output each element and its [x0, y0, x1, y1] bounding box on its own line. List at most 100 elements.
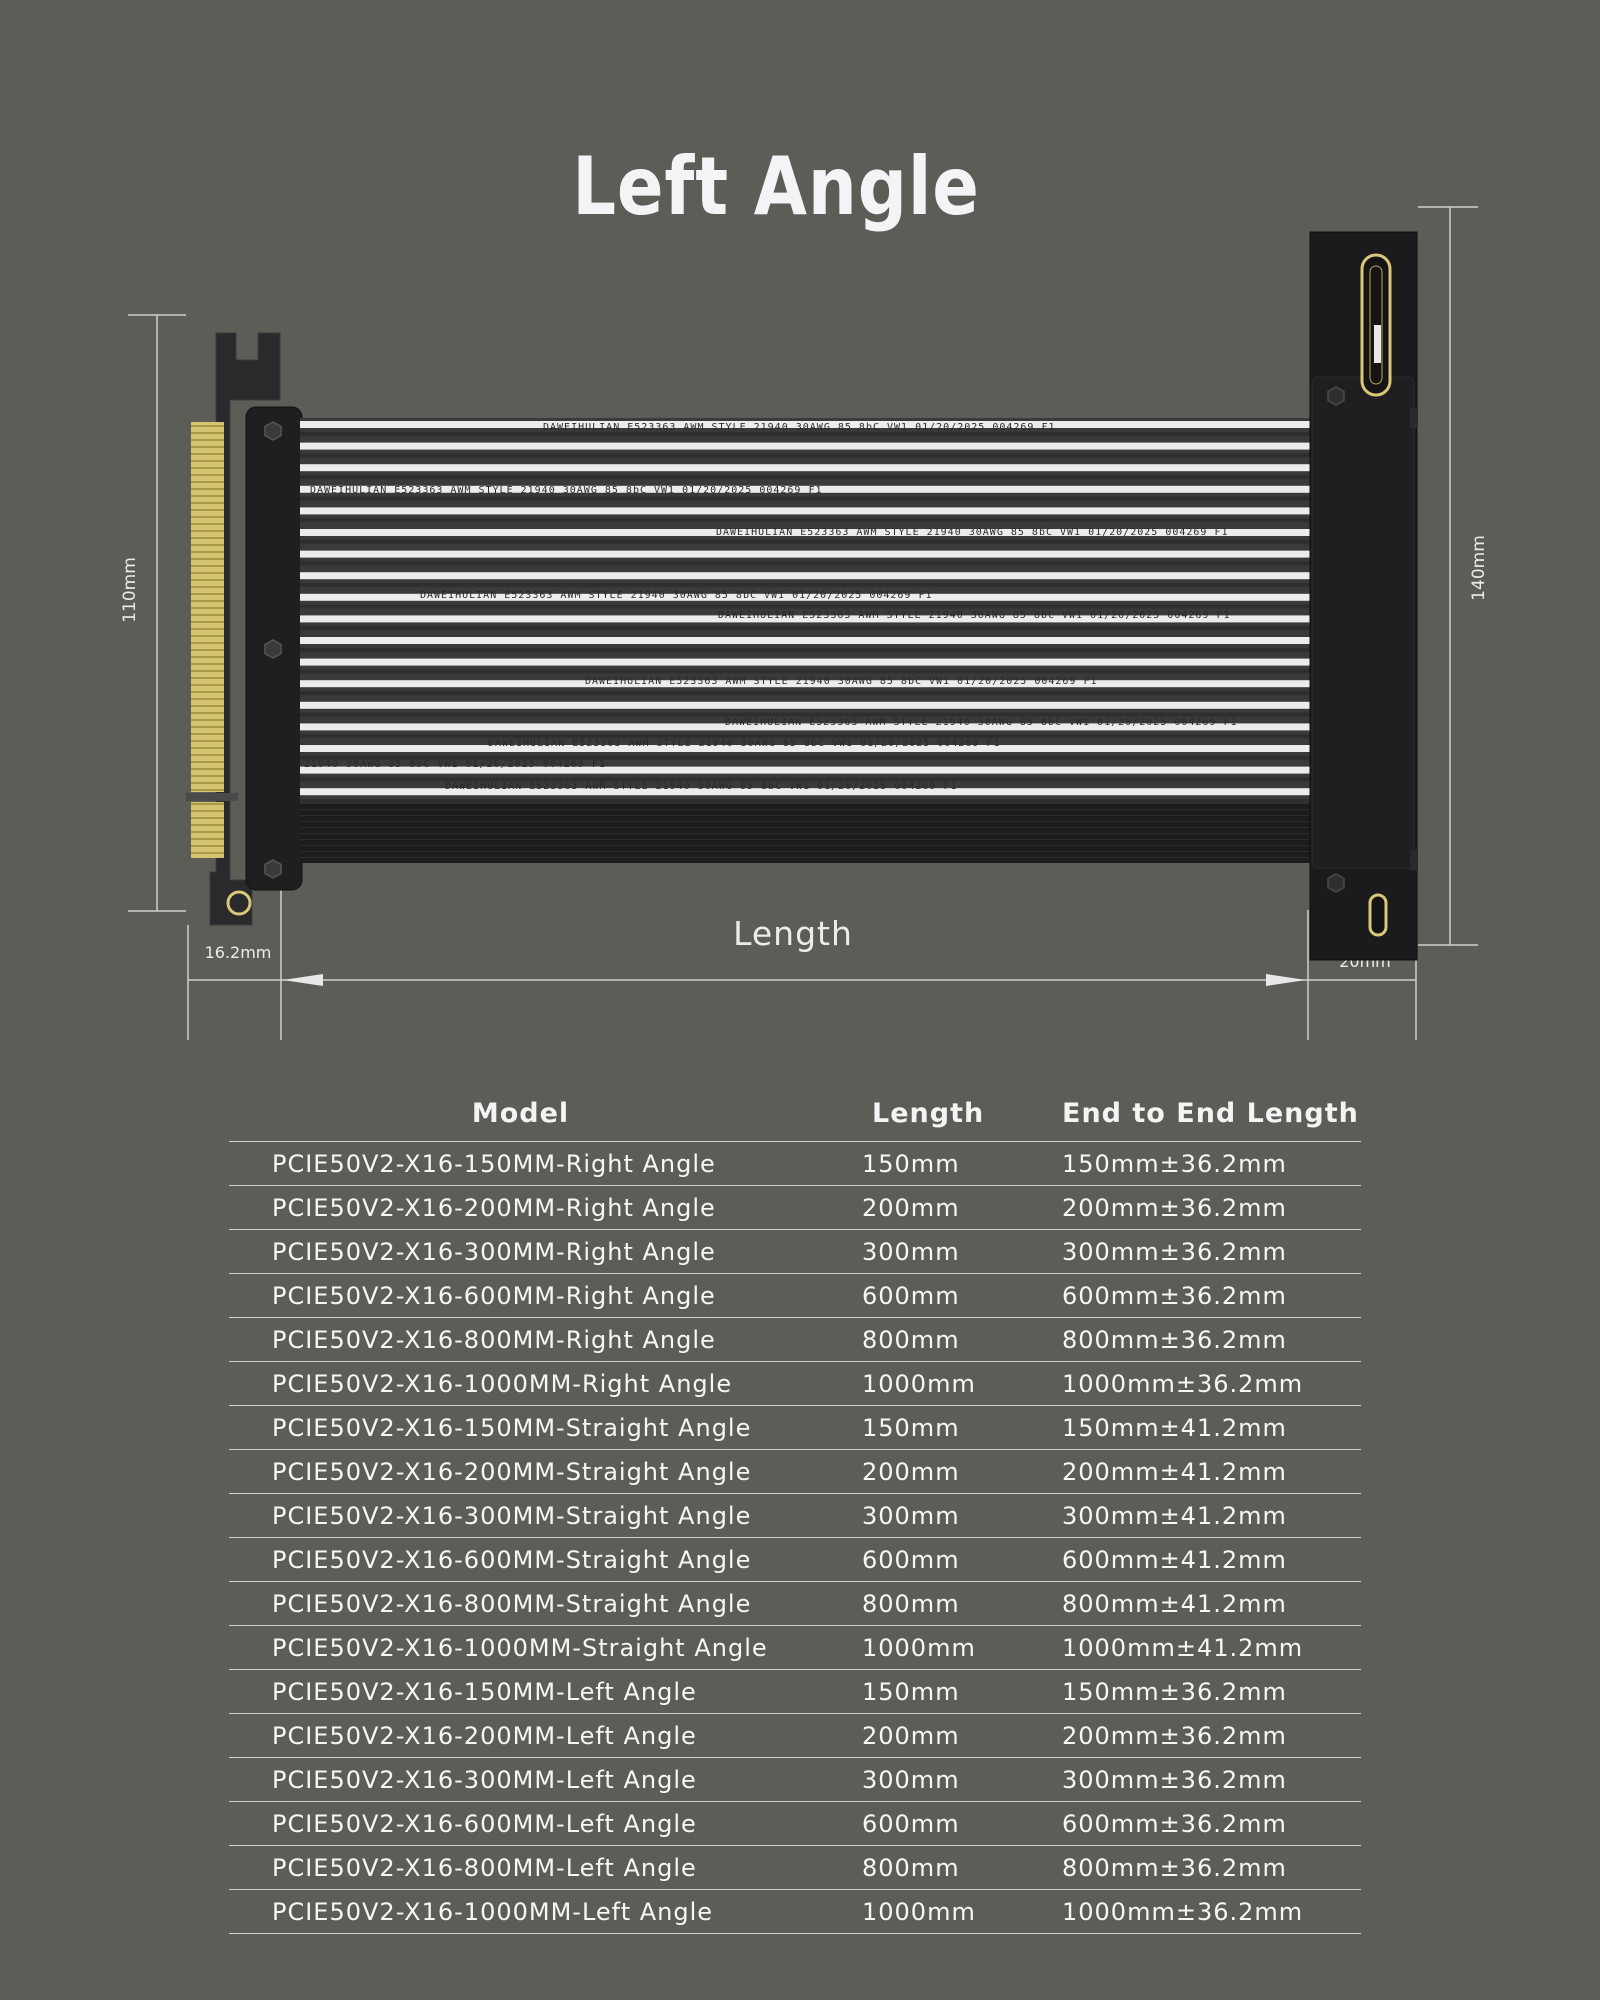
- cable-wire: [300, 431, 1314, 436]
- riser-cable-diagram: 110mm 140mm Length 16.2mm 20mm: [120, 206, 1489, 1040]
- cell-length: 300mm: [832, 1493, 1032, 1538]
- gold-fingers: [186, 422, 238, 858]
- cable-wire: [300, 464, 1314, 472]
- left-bracket: [209, 332, 281, 926]
- cable-wire: [300, 755, 1314, 760]
- cell-length: 150mm: [832, 1141, 1032, 1186]
- cable-wire: [300, 680, 1314, 688]
- cell-model: PCIE50V2-X16-200MM-Left Angle: [229, 1713, 832, 1758]
- cell-model: PCIE50V2-X16-200MM-Straight Angle: [229, 1449, 832, 1494]
- cable-wire: [300, 701, 1314, 709]
- svg-text:DAWEIHULIAN E523363 AWM STYL: DAWEIHULIAN E523363 AWM STYLE 21940 30AW…: [585, 676, 1098, 687]
- cell-end-to-end: 1000mm±36.2mm: [1032, 1889, 1361, 1934]
- cable-wire: [300, 507, 1314, 515]
- cell-model: PCIE50V2-X16-600MM-Straight Angle: [229, 1537, 832, 1582]
- cable-wire: [300, 777, 1314, 782]
- hex-screw-icon: [1327, 873, 1345, 893]
- cell-length: 150mm: [832, 1405, 1032, 1450]
- cable-wire: [300, 453, 1314, 458]
- cable-wire: [300, 712, 1314, 717]
- cell-end-to-end: 600mm±41.2mm: [1032, 1537, 1361, 1582]
- cell-end-to-end: 200mm±36.2mm: [1032, 1713, 1361, 1758]
- cell-length: 200mm: [832, 1185, 1032, 1230]
- cell-end-to-end: 600mm±36.2mm: [1032, 1273, 1361, 1318]
- bracket-slot-icon: [1368, 893, 1388, 937]
- cable-wire: [300, 518, 1314, 522]
- cell-length: 800mm: [832, 1581, 1032, 1626]
- hex-screw-icon: [1327, 386, 1345, 406]
- cell-model: PCIE50V2-X16-800MM-Left Angle: [229, 1845, 832, 1890]
- cable-wire: [300, 550, 1314, 558]
- cell-model: PCIE50V2-X16-1000MM-Left Angle: [229, 1889, 832, 1934]
- cell-length: 600mm: [832, 1801, 1032, 1846]
- cell-end-to-end: 150mm±36.2mm: [1032, 1669, 1361, 1714]
- cable-wire: [300, 788, 1314, 796]
- cell-length: 200mm: [832, 1713, 1032, 1758]
- cell-model: PCIE50V2-X16-600MM-Left Angle: [229, 1801, 832, 1846]
- cable-wire: [300, 475, 1314, 479]
- cell-length: 150mm: [832, 1669, 1032, 1714]
- page-title: Left Angle: [572, 140, 980, 233]
- cable-wire: [300, 658, 1314, 666]
- column-header-end-to-end: End to End Length: [1032, 1085, 1361, 1142]
- cable-wire: [300, 745, 1314, 752]
- dimension-height-right: [1418, 206, 1478, 946]
- svg-text:DAWEIHULIAN E523363 AWM STYL: DAWEIHULIAN E523363 AWM STYLE 21940 30AW…: [718, 610, 1231, 621]
- cell-length: 600mm: [832, 1273, 1032, 1318]
- cable-wire: [300, 529, 1314, 536]
- hex-screw-icon: [264, 421, 282, 441]
- cell-model: PCIE50V2-X16-300MM-Straight Angle: [229, 1493, 832, 1538]
- cable-wire: [300, 539, 1314, 544]
- cell-end-to-end: 600mm±36.2mm: [1032, 1801, 1361, 1846]
- cell-model: PCIE50V2-X16-800MM-Right Angle: [229, 1317, 832, 1362]
- svg-text:DAWEIHULIAN E523363 AWM STYL: DAWEIHULIAN E523363 AWM STYLE 21940 30AW…: [543, 422, 1056, 433]
- cell-length: 800mm: [832, 1317, 1032, 1362]
- cable-wire: [300, 637, 1314, 644]
- cell-length: 1000mm: [832, 1889, 1032, 1934]
- cable-wire: [300, 691, 1314, 695]
- cell-model: PCIE50V2-X16-300MM-Left Angle: [229, 1757, 832, 1802]
- right-connector: [1309, 231, 1418, 961]
- svg-text:DAWEIHULIAN E523363 AWM STYL: DAWEIHULIAN E523363 AWM STYLE 21940 30AW…: [488, 738, 1001, 749]
- cell-length: 300mm: [832, 1757, 1032, 1802]
- svg-text:DAWEIHULIAN E523363 AWM STYL: DAWEIHULIAN E523363 AWM STYLE 21940 30AW…: [725, 717, 1238, 728]
- cell-model: PCIE50V2-X16-300MM-Right Angle: [229, 1229, 832, 1274]
- cell-model: PCIE50V2-X16-150MM-Right Angle: [229, 1141, 832, 1186]
- cable-wire: [300, 442, 1314, 450]
- svg-text:21940 30AWG 85 8bC VW1 01/20/: 21940 30AWG 85 8bC VW1 01/20/2025 004269…: [304, 759, 606, 770]
- cell-length: 1000mm: [832, 1625, 1032, 1670]
- cell-end-to-end: 200mm±41.2mm: [1032, 1449, 1361, 1494]
- cable-wire: [300, 421, 1314, 428]
- cell-length: 800mm: [832, 1845, 1032, 1890]
- ribbon-cable: [300, 418, 1314, 863]
- svg-text:DAWEIHULIAN E523363 AWM STYL: DAWEIHULIAN E523363 AWM STYLE 21940 30AW…: [420, 590, 933, 601]
- cell-model: PCIE50V2-X16-200MM-Right Angle: [229, 1185, 832, 1230]
- dimension-height-left: [128, 314, 186, 912]
- cell-model: PCIE50V2-X16-600MM-Right Angle: [229, 1273, 832, 1318]
- column-header-length: Length: [832, 1085, 1032, 1142]
- cable-wire: [300, 626, 1314, 630]
- cell-end-to-end: 1000mm±36.2mm: [1032, 1361, 1361, 1406]
- cable-wire: [300, 669, 1314, 674]
- cell-length: 300mm: [832, 1229, 1032, 1274]
- cable-wire: [300, 734, 1314, 738]
- table-header-row: Model Length End to End Length: [229, 1085, 1361, 1142]
- dimension-height-left-label: 110mm: [120, 557, 140, 623]
- cell-end-to-end: 800mm±36.2mm: [1032, 1845, 1361, 1890]
- cell-model: PCIE50V2-X16-150MM-Straight Angle: [229, 1405, 832, 1450]
- cable-wire: [300, 799, 1314, 803]
- screw-hole-icon: [226, 890, 252, 916]
